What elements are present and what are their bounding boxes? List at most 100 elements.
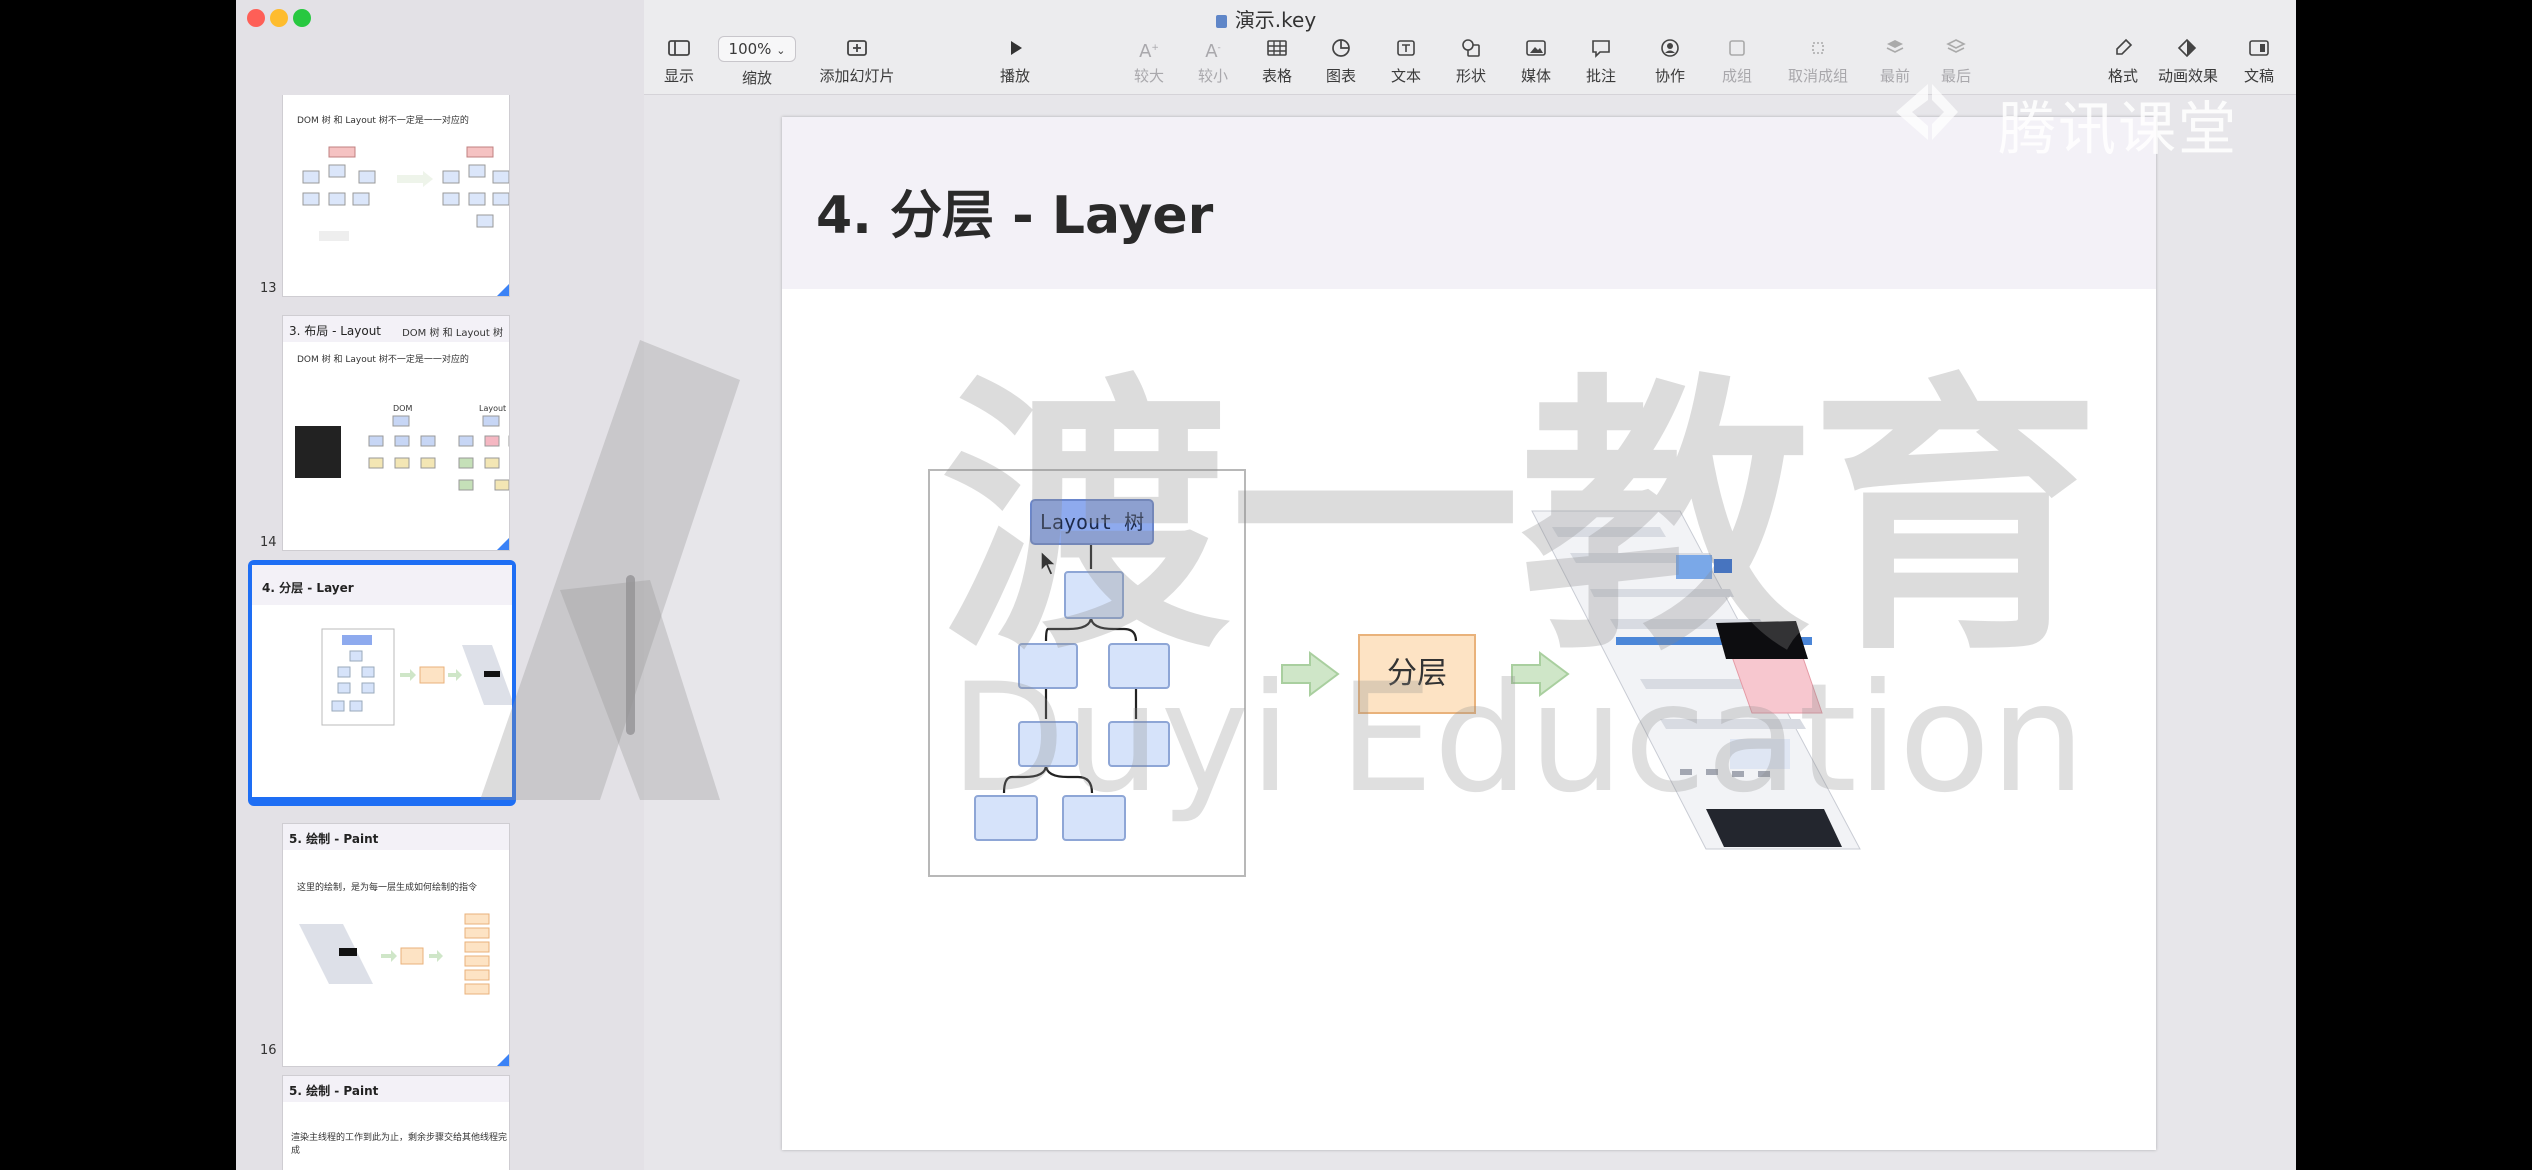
format-button[interactable]: 格式 bbox=[2098, 36, 2148, 92]
animate-icon bbox=[2177, 38, 2197, 58]
slide-title-band bbox=[283, 1076, 509, 1102]
table-icon bbox=[1267, 40, 1287, 56]
slide-navigator: DOM 树 和 Layout 树不一定是一一对应的 13 3. 布局 - bbox=[236, 95, 644, 1170]
slide-title[interactable]: 4. 分层 - Layer bbox=[816, 186, 1214, 246]
bigger-button[interactable]: A+ 较大 bbox=[1124, 36, 1174, 92]
sidebar-scrollbar[interactable] bbox=[626, 575, 635, 735]
smaller-button[interactable]: A- 较小 bbox=[1188, 36, 1238, 92]
toolbar: 演示.key 显示 100% ⌄ 缩放 添加幻灯片 播放 A+ 较大 A- 较小… bbox=[236, 0, 2296, 95]
layer-step-label: 分层 bbox=[1387, 656, 1447, 691]
send-back-icon bbox=[1946, 39, 1966, 53]
tree-node[interactable] bbox=[1108, 721, 1170, 767]
document-icon bbox=[1215, 15, 1227, 28]
sidebar-icon bbox=[668, 40, 690, 56]
layer-step-box[interactable]: 分层 bbox=[1358, 634, 1476, 714]
animate-label: 动画效果 bbox=[2157, 67, 2218, 85]
document-panel-icon bbox=[2249, 40, 2269, 56]
front-label: 最前 bbox=[1879, 67, 1910, 85]
paint-slide-thumbnail bbox=[299, 913, 490, 995]
slide-title-band bbox=[283, 824, 509, 850]
slide-tag: DOM 树 和 Layout 树 bbox=[402, 328, 503, 339]
tree-node[interactable] bbox=[1064, 571, 1124, 619]
tree-node[interactable] bbox=[1018, 721, 1078, 767]
zoom-select[interactable]: 100% ⌄ bbox=[718, 36, 796, 62]
minimize-button[interactable] bbox=[270, 9, 288, 27]
tree-node[interactable] bbox=[1018, 643, 1078, 689]
view-label: 显示 bbox=[663, 67, 694, 85]
slide-thumbnail[interactable]: DOM 树 和 Layout 树不一定是一一对应的 bbox=[282, 95, 510, 297]
add-slide-label: 添加幻灯片 bbox=[819, 67, 895, 85]
slide-title: 4. 分层 - Layer bbox=[262, 581, 354, 595]
slide-thumbnail[interactable]: 3. 布局 - Layout DOM 树 和 Layout 树 DOM 树 和 … bbox=[282, 315, 510, 551]
animate-button[interactable]: 动画效果 bbox=[2152, 36, 2224, 92]
arrow-right-icon[interactable] bbox=[1510, 651, 1570, 697]
play-button[interactable]: 播放 bbox=[990, 36, 1040, 92]
document-label: 文稿 bbox=[2243, 67, 2274, 85]
collaborate-button[interactable]: 协作 bbox=[1645, 36, 1695, 92]
zoom-value: 100% bbox=[728, 40, 772, 58]
chart-icon bbox=[1332, 39, 1350, 57]
chevron-down-icon: ⌄ bbox=[776, 44, 786, 57]
layout-tree-root[interactable]: Layout 树 bbox=[1030, 499, 1154, 545]
slide-number: 16 bbox=[260, 1043, 277, 1058]
media-button[interactable]: 媒体 bbox=[1511, 36, 1561, 92]
slide-number: 15 bbox=[260, 783, 277, 798]
tree-connectors bbox=[1002, 545, 1138, 794]
slide-subtitle: DOM 树 和 Layout 树不一定是一一对应的 bbox=[297, 116, 469, 126]
zoom-control[interactable]: 100% ⌄ 缩放 bbox=[708, 36, 806, 92]
table-label: 表格 bbox=[1261, 67, 1292, 85]
slide-subtitle: 这里的绘制，是为每一层生成如何绘制的指令 bbox=[297, 883, 478, 893]
shape-button[interactable]: 形状 bbox=[1446, 36, 1496, 92]
tree-node[interactable] bbox=[974, 795, 1038, 841]
slide-number: 13 bbox=[260, 281, 277, 296]
layer-slide-thumbnail bbox=[321, 628, 512, 726]
add-slide-button[interactable]: 添加幻灯片 bbox=[814, 36, 900, 92]
slide-thumbnail[interactable]: 5. 绘制 - Paint 渲染主线程的工作到此为止，剩余步骤交给其他线程完成 bbox=[282, 1075, 510, 1170]
ungroup-icon bbox=[1812, 42, 1824, 54]
group-button[interactable]: 成组 bbox=[1712, 36, 1762, 92]
font-bigger-icon: A+ bbox=[1139, 41, 1159, 62]
layered-webpage-image[interactable] bbox=[1530, 509, 1980, 869]
add-slide-icon bbox=[847, 40, 867, 56]
bring-front-icon bbox=[1886, 40, 1904, 53]
slide-subtitle: 渲染主线程的工作到此为止，剩余步骤交给其他线程完成 bbox=[291, 1133, 508, 1156]
arrow-right-icon[interactable] bbox=[1280, 651, 1340, 697]
slide-title-band bbox=[782, 117, 2156, 289]
text-button[interactable]: 文本 bbox=[1381, 36, 1431, 92]
view-button[interactable]: 显示 bbox=[654, 36, 704, 92]
comment-button[interactable]: 批注 bbox=[1576, 36, 1626, 92]
group-icon bbox=[1729, 40, 1745, 56]
ungroup-button[interactable]: 取消成组 bbox=[1782, 36, 1854, 92]
window-title-text: 演示.key bbox=[1234, 8, 1317, 32]
layout-tree-diagram[interactable]: Layout 树 bbox=[928, 469, 1246, 877]
smaller-label: 较小 bbox=[1197, 67, 1228, 85]
layout-tree-label: Layout 树 bbox=[1039, 510, 1145, 534]
slide[interactable]: 4. 分层 - Layer Layout 树 分层 bbox=[782, 117, 2156, 1150]
text-label: 文本 bbox=[1390, 67, 1421, 85]
zoom-window-button[interactable] bbox=[293, 9, 311, 27]
dom-layout-thumbnail bbox=[295, 415, 509, 491]
comment-label: 批注 bbox=[1585, 67, 1616, 85]
tree-thumbnail bbox=[302, 146, 509, 241]
shape-icon bbox=[1462, 39, 1480, 57]
send-back-button[interactable]: 最后 bbox=[1931, 36, 1981, 92]
close-button[interactable] bbox=[247, 9, 265, 27]
dom-label: DOM bbox=[393, 404, 413, 413]
tree-node[interactable] bbox=[1108, 643, 1170, 689]
slide-title-band bbox=[283, 316, 509, 342]
tree-node[interactable] bbox=[1062, 795, 1126, 841]
media-label: 媒体 bbox=[1520, 67, 1551, 85]
bring-front-button[interactable]: 最前 bbox=[1870, 36, 1920, 92]
document-button[interactable]: 文稿 bbox=[2234, 36, 2284, 92]
slide-thumbnail[interactable]: 5. 绘制 - Paint 这里的绘制，是为每一层生成如何绘制的指令 bbox=[282, 823, 510, 1067]
play-icon bbox=[1011, 41, 1022, 55]
table-button[interactable]: 表格 bbox=[1252, 36, 1302, 92]
slide-corner-marker bbox=[497, 284, 509, 296]
play-label: 播放 bbox=[999, 67, 1030, 85]
media-icon bbox=[1526, 40, 1546, 56]
slide-title: 5. 绘制 - Paint bbox=[289, 1084, 379, 1098]
slide-title-band bbox=[252, 565, 512, 605]
slide-thumbnail-selected[interactable]: 4. 分层 - Layer bbox=[252, 565, 512, 797]
chart-button[interactable]: 图表 bbox=[1316, 36, 1366, 92]
format-label: 格式 bbox=[2107, 67, 2138, 85]
